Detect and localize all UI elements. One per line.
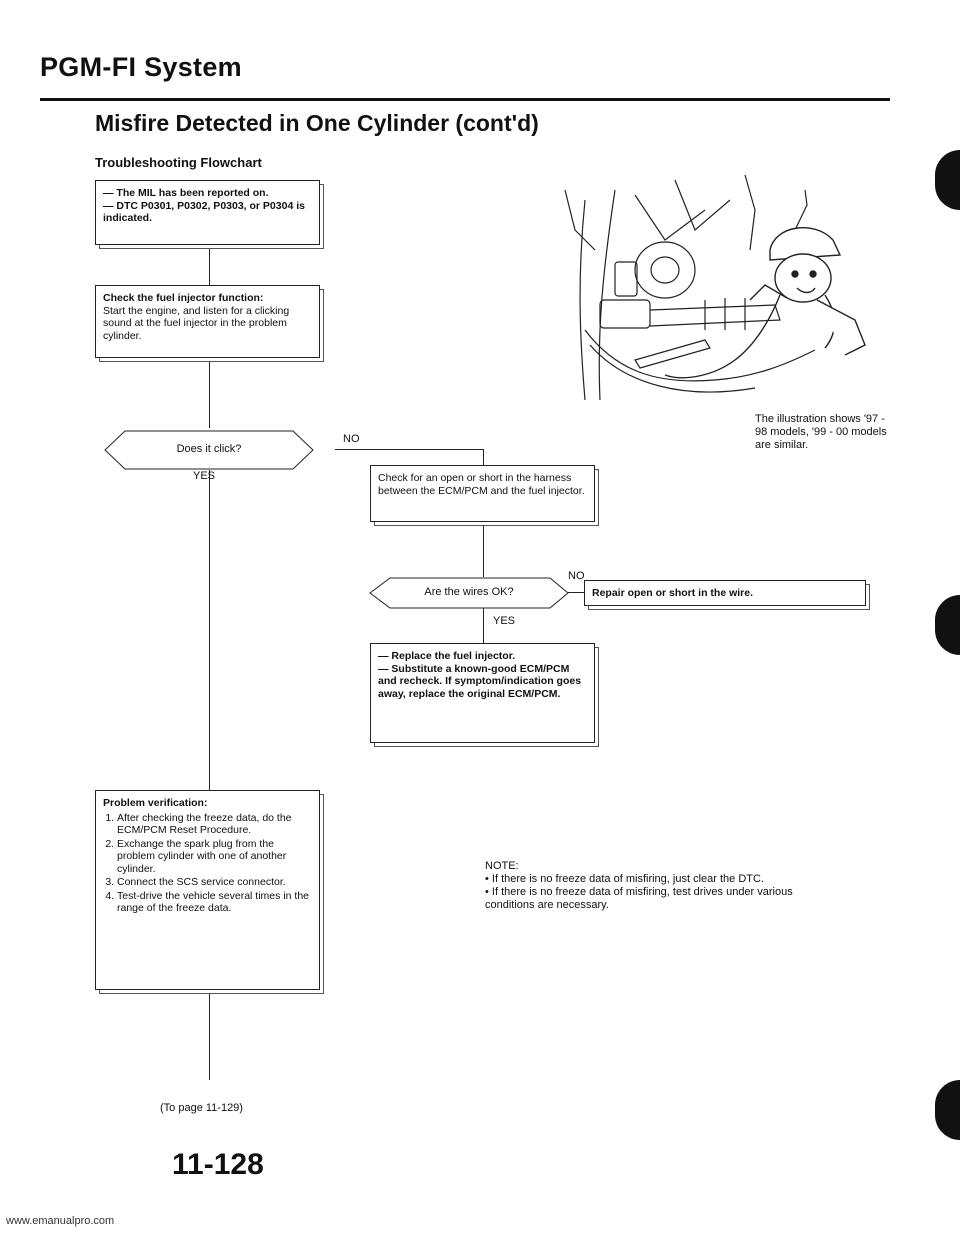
check-injector-lead: Check the fuel injector function: <box>103 292 264 304</box>
decision-wires-label: Are the wires OK? <box>424 586 514 598</box>
verification-lead: Problem verification: <box>103 797 208 809</box>
connector-line <box>209 245 210 285</box>
repair-text: Repair open or short in the wire. <box>592 587 754 599</box>
title-rule <box>40 98 890 101</box>
verification-step: Test-drive the vehicle several times in … <box>117 890 312 915</box>
note-item: If there is no freeze data of misfiring,… <box>485 886 805 912</box>
replace-item: Substitute a known-good ECM/PCM and rech… <box>378 663 587 701</box>
verification-step: Exchange the spark plug from the problem… <box>117 838 312 876</box>
note-item: If there is no freeze data of misfiring,… <box>485 873 805 886</box>
repair-box: Repair open or short in the wire. <box>584 580 866 606</box>
decision-click <box>104 430 314 470</box>
illustration-caption: The illustration shows '97 - 98 models, … <box>755 413 887 451</box>
decision-shape <box>369 577 569 609</box>
decision-shape <box>104 430 314 470</box>
decision-click-label: Does it click? <box>176 443 242 455</box>
connector-line <box>483 608 484 643</box>
flowchart-title: Troubleshooting Flowchart <box>95 155 262 170</box>
verification-box: Problem verification: After checking the… <box>95 790 320 990</box>
page-reference: (To page 11-129) <box>160 1102 243 1114</box>
verification-step: After checking the freeze data, do the E… <box>117 812 312 837</box>
check-open-short-text: Check for an open or short in the harnes… <box>378 472 585 497</box>
page-number: 11-128 <box>172 1148 264 1181</box>
page-title: PGM-FI System <box>40 52 242 82</box>
connector-line <box>335 449 483 450</box>
start-item: DTC P0301, P0302, P0303, or P0304 is ind… <box>103 200 312 225</box>
no-label: NO <box>568 570 585 582</box>
connector-line <box>209 990 210 1080</box>
check-injector-box: Check the fuel injector function: Start … <box>95 285 320 358</box>
connector-line <box>568 592 584 593</box>
edge-tab <box>935 150 960 210</box>
yes-label: YES <box>193 470 216 482</box>
check-open-short-box: Check for an open or short in the harnes… <box>370 465 595 522</box>
replace-box: Replace the fuel injector. Substitute a … <box>370 643 595 743</box>
verification-step: Connect the SCS service connector. <box>117 876 312 889</box>
start-box: The MIL has been reported on. DTC P0301,… <box>95 180 320 245</box>
edge-tab <box>935 595 960 655</box>
injector-illustration <box>564 174 866 401</box>
decision-wires <box>369 577 569 609</box>
edge-tab <box>935 1080 960 1140</box>
connector-line <box>483 522 484 577</box>
no-label: NO <box>343 433 360 445</box>
connector-line <box>209 470 210 790</box>
watermark: www.emanualpro.com <box>6 1215 115 1227</box>
yes-label: YES <box>493 615 516 627</box>
connector-line <box>209 358 210 428</box>
section-title: Misfire Detected in One Cylinder (cont'd… <box>95 110 539 136</box>
replace-item: Replace the fuel injector. <box>378 650 587 663</box>
check-injector-body: Start the engine, and listen for a click… <box>103 304 290 342</box>
start-item: The MIL has been reported on. <box>103 187 312 200</box>
note-block: NOTE: If there is no freeze data of misf… <box>485 860 805 912</box>
note-label: NOTE: <box>485 860 519 872</box>
